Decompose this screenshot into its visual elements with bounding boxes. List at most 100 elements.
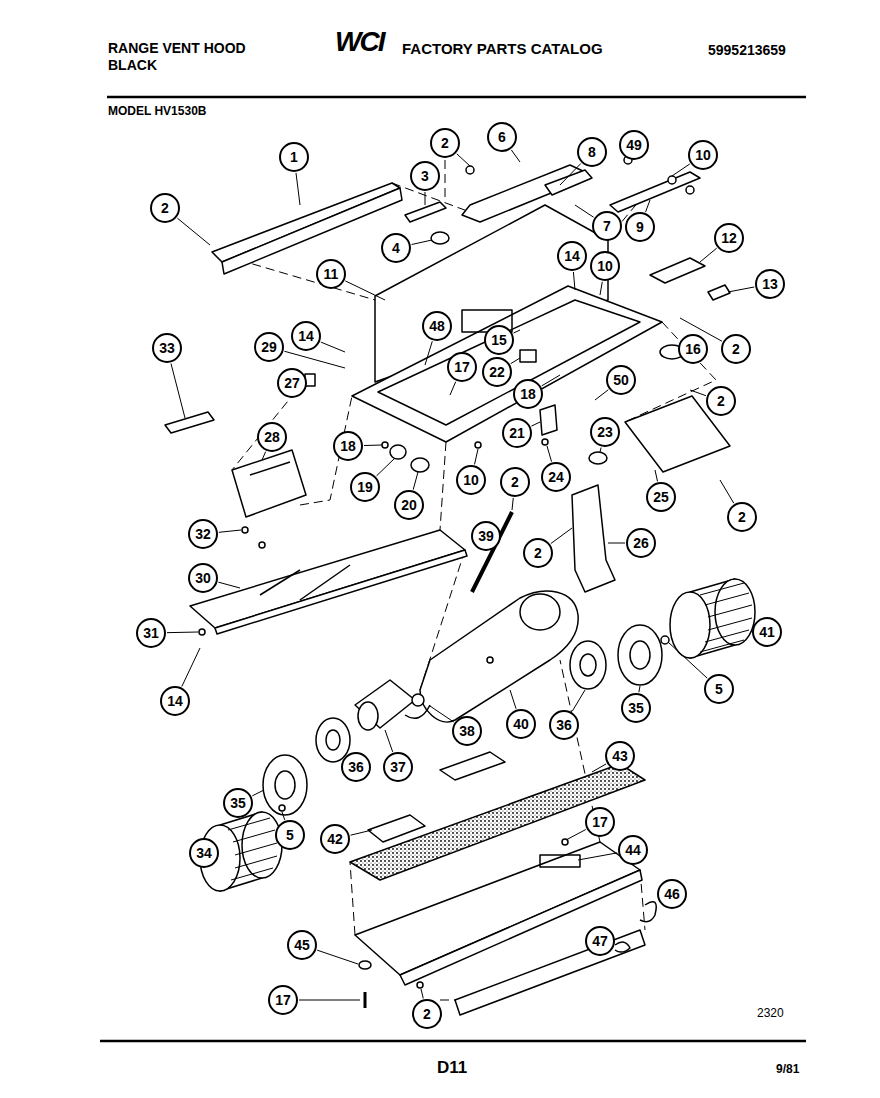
leader-line: [560, 163, 581, 185]
part-outline: [610, 172, 700, 212]
part-outline: [405, 705, 430, 718]
callout-text: 25: [653, 490, 669, 504]
page-label: FACTORY PARTS CATALOG: [402, 40, 603, 57]
part-outline: [420, 591, 578, 722]
part-outline: [355, 842, 640, 975]
part-outline: [228, 818, 277, 880]
leader-line: [578, 853, 617, 860]
part-outline: [368, 815, 425, 842]
part-outline: [700, 583, 752, 652]
callout-number: 33: [152, 333, 182, 363]
part-outline: [540, 855, 580, 867]
callout-number: 18: [513, 379, 543, 409]
leader-line: [592, 764, 606, 772]
leader-line: [413, 472, 418, 490]
part-outline: [670, 592, 710, 658]
leader-line: [728, 287, 754, 292]
callout-text: 43: [612, 749, 628, 763]
callout-number: 12: [714, 223, 744, 253]
callout-text: 44: [625, 843, 641, 857]
callout-number: 2: [706, 386, 736, 416]
callout-text: 31: [143, 626, 159, 640]
callout-text: 27: [284, 376, 300, 390]
page-label: D11: [437, 1058, 467, 1078]
part-outline: [260, 570, 300, 595]
leader-line: [511, 358, 520, 364]
callout-number: 36: [341, 752, 371, 782]
leader-line: [600, 448, 601, 452]
part-outline: [411, 458, 429, 472]
leader-line: [511, 150, 520, 162]
callout-text: 13: [762, 277, 778, 291]
callout-number: 2: [721, 334, 751, 364]
callout-number: 8: [577, 137, 607, 167]
callout-number: 28: [257, 422, 287, 452]
callout-text: 18: [340, 439, 356, 453]
part-outline: [263, 755, 307, 815]
part-outline: [275, 771, 295, 799]
part-outline: [580, 654, 596, 676]
leader-line: [690, 390, 706, 396]
part-outline: [259, 542, 265, 548]
part-outline: [107, 96, 806, 99]
callout-text: 29: [261, 340, 277, 354]
callout-number: 5: [704, 674, 734, 704]
callout-number: 2: [727, 502, 757, 532]
part-outline: [412, 694, 424, 706]
page-label: MODEL HV1530B: [108, 104, 206, 118]
part-outline: [462, 165, 585, 222]
leader-line: [430, 706, 454, 722]
leader-line: [573, 272, 575, 290]
callout-number: 15: [484, 325, 514, 355]
leader-line: [182, 648, 200, 687]
leader-line: [321, 342, 345, 352]
callout-text: 9: [636, 220, 644, 234]
callout-text: 35: [628, 701, 644, 715]
callout-text: 2: [441, 136, 449, 150]
callout-number: 35: [621, 693, 651, 723]
callout-number: 5: [275, 820, 305, 850]
part-outline: [358, 702, 378, 730]
callout-number: 17: [447, 352, 477, 382]
callout-text: 5: [715, 682, 723, 696]
part-outline: [520, 350, 536, 362]
part-outline: [400, 870, 642, 985]
part-outline: [487, 657, 493, 663]
callout-number: 49: [619, 130, 649, 160]
part-outline: [359, 961, 371, 969]
leader-line: [655, 470, 658, 481]
part-outline: [279, 805, 285, 811]
callout-number: 43: [605, 741, 635, 771]
callout-text: 8: [588, 145, 596, 159]
callout-text: 7: [603, 219, 611, 233]
callout-text: 4: [392, 241, 400, 255]
part-outline: [326, 730, 340, 750]
callout-text: 18: [520, 387, 536, 401]
callout-number: 47: [585, 926, 615, 956]
part-outline: [540, 405, 557, 435]
part-outline: [708, 285, 730, 300]
callout-number: 22: [482, 357, 512, 387]
callout-number: 13: [755, 269, 785, 299]
part-outline: [445, 160, 446, 200]
part-outline: [630, 641, 650, 669]
catalog-title: RANGE VENT HOOD BLACK: [108, 40, 258, 74]
callout-text: 36: [348, 760, 364, 774]
leader-line: [668, 642, 707, 678]
leader-line: [510, 690, 516, 709]
part-outline: [242, 527, 248, 533]
callout-text: 28: [264, 430, 280, 444]
callout-text: 2: [534, 546, 542, 560]
callout-number: 4: [381, 233, 411, 263]
callout-text: 38: [459, 724, 475, 738]
leader-line: [425, 341, 432, 365]
leader-line: [575, 205, 594, 217]
callout-text: 2: [423, 1007, 431, 1021]
callout-text: 35: [230, 796, 246, 810]
callout-number: 35: [223, 788, 253, 818]
part-outline: [455, 930, 645, 1015]
callout-text: 42: [327, 832, 343, 846]
callout-number: 18: [333, 431, 363, 461]
part-outline: [100, 97, 806, 1041]
callout-number: 40: [506, 709, 536, 739]
